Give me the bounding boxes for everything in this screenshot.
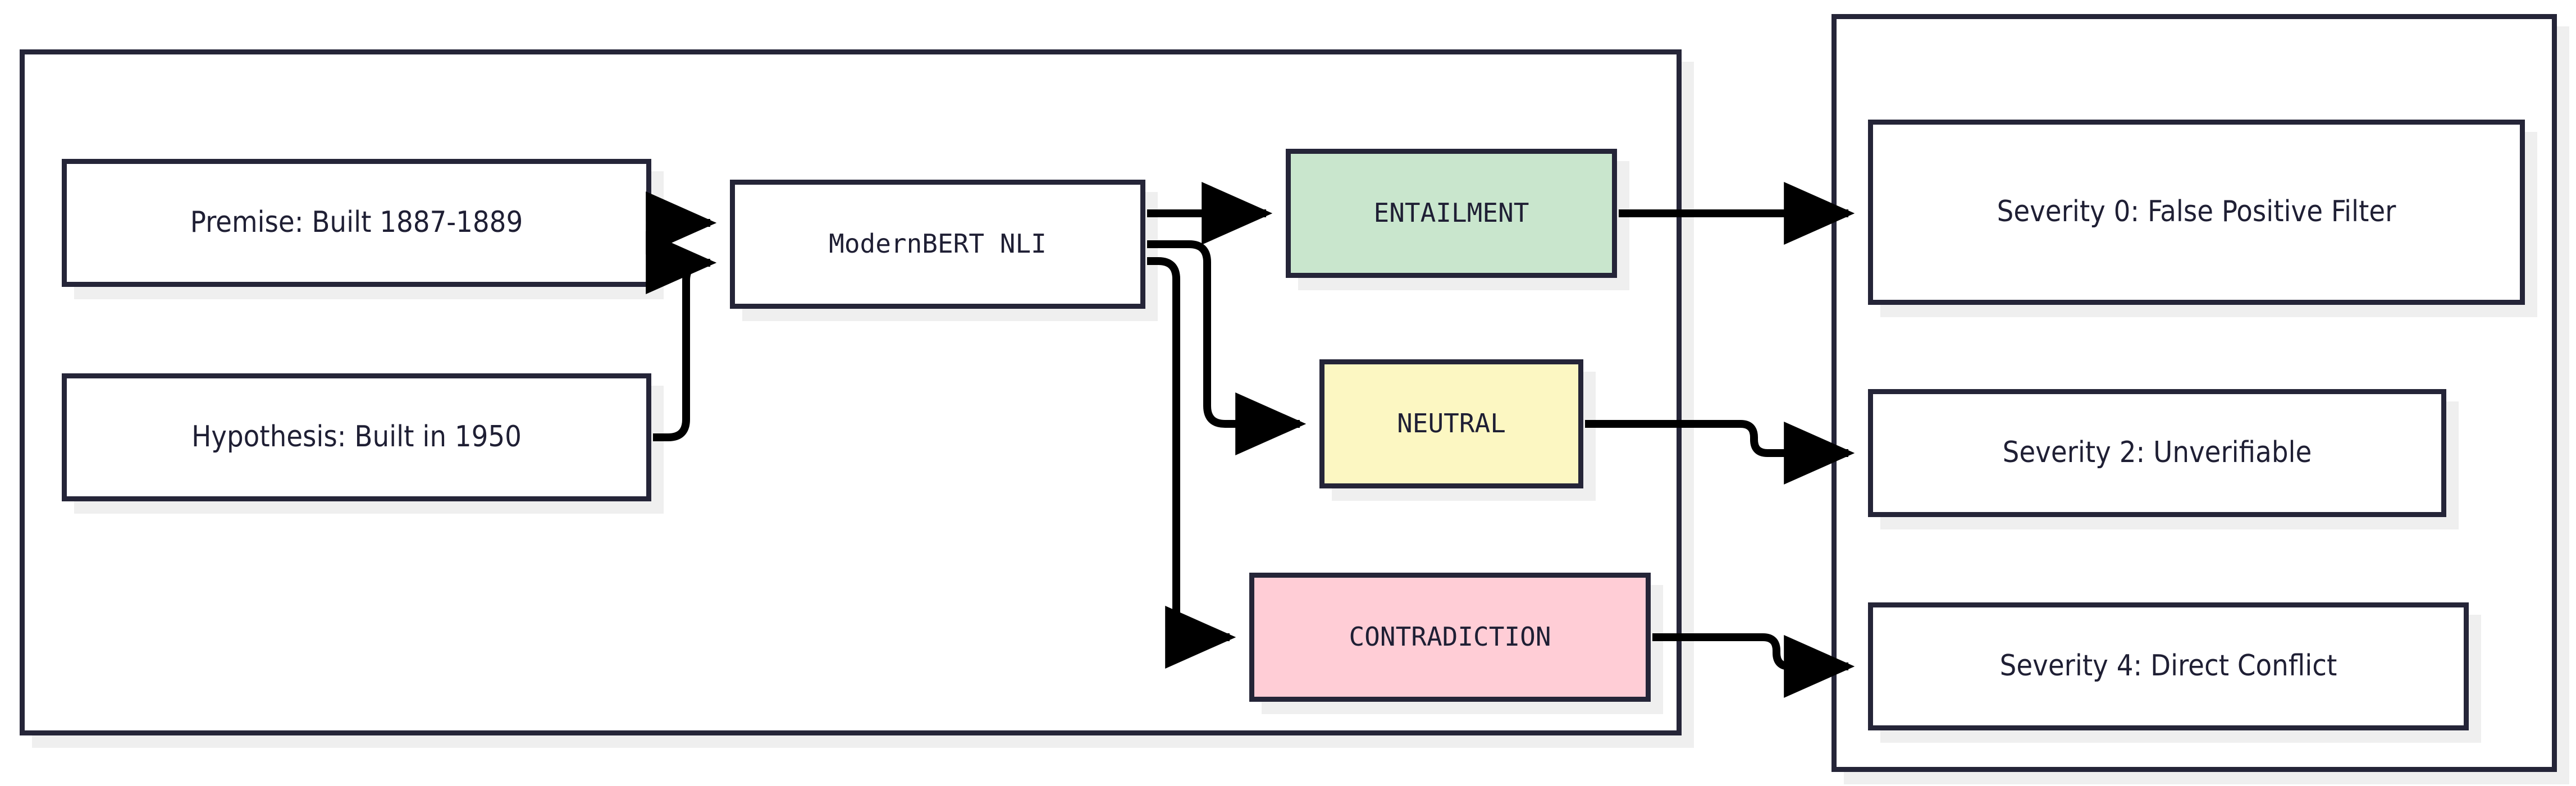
node-severity-0[interactable]: Severity 0: False Positive Filter: [1868, 120, 2525, 305]
node-severity-2[interactable]: Severity 2: Unverifiable: [1868, 389, 2446, 517]
node-contradiction[interactable]: CONTRADICTION: [1249, 573, 1651, 702]
node-hypothesis[interactable]: Hypothesis: Built in 1950: [62, 373, 651, 501]
node-premise[interactable]: Premise: Built 1887-1889: [62, 159, 651, 287]
node-entailment[interactable]: ENTAILMENT: [1286, 149, 1617, 278]
node-severity-4[interactable]: Severity 4: Direct Conflict: [1868, 602, 2469, 730]
edge-contradiction-to-severity4: [1652, 633, 1855, 698]
node-neutral[interactable]: NEUTRAL: [1319, 359, 1583, 488]
node-modernbert-nli[interactable]: ModernBERT NLI: [730, 180, 1145, 309]
